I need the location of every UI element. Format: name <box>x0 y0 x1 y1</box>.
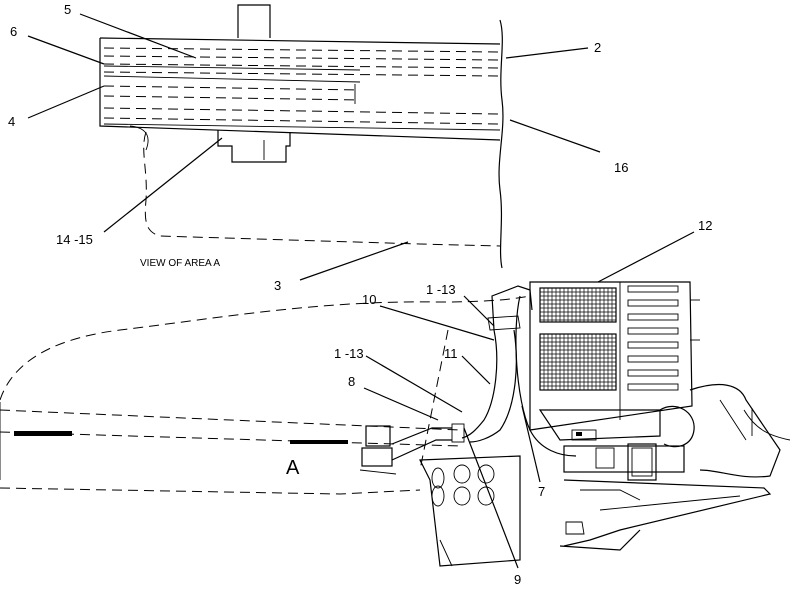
callout-8: 8 <box>348 374 355 389</box>
callout-16: 16 <box>614 160 628 175</box>
callout-5: 5 <box>64 2 71 17</box>
core-frame <box>539 287 617 323</box>
callout-7: 7 <box>538 484 545 499</box>
leader-lines <box>27 13 695 569</box>
view-caption: VIEW OF AREA A <box>140 258 220 269</box>
callout-10: 10 <box>362 292 376 307</box>
right-frame <box>559 383 791 551</box>
callout-14-15: 14 -15 <box>56 232 93 247</box>
fin-slats <box>627 285 679 391</box>
main-machine-view <box>0 285 577 567</box>
upper-core-grid <box>539 287 617 323</box>
callout-4: 4 <box>8 114 15 129</box>
callout-1-13-top: 1 -13 <box>426 282 456 297</box>
area-marker-a: A <box>286 457 300 479</box>
callout-2: 2 <box>594 40 601 55</box>
callout-9: 9 <box>514 572 521 587</box>
callout-11: 11 <box>444 346 458 361</box>
callout-labels: 5 6 4 2 16 14 -15 VIEW OF AREA A 3 12 1 … <box>8 2 712 587</box>
lower-core-grid <box>539 333 617 391</box>
callout-6: 6 <box>10 24 17 39</box>
callout-3: 3 <box>274 278 281 293</box>
detail-view-area-a <box>99 4 504 269</box>
callout-1-13-mid: 1 -13 <box>334 346 364 361</box>
callout-12: 12 <box>698 218 712 233</box>
radiator-assembly <box>529 281 700 441</box>
